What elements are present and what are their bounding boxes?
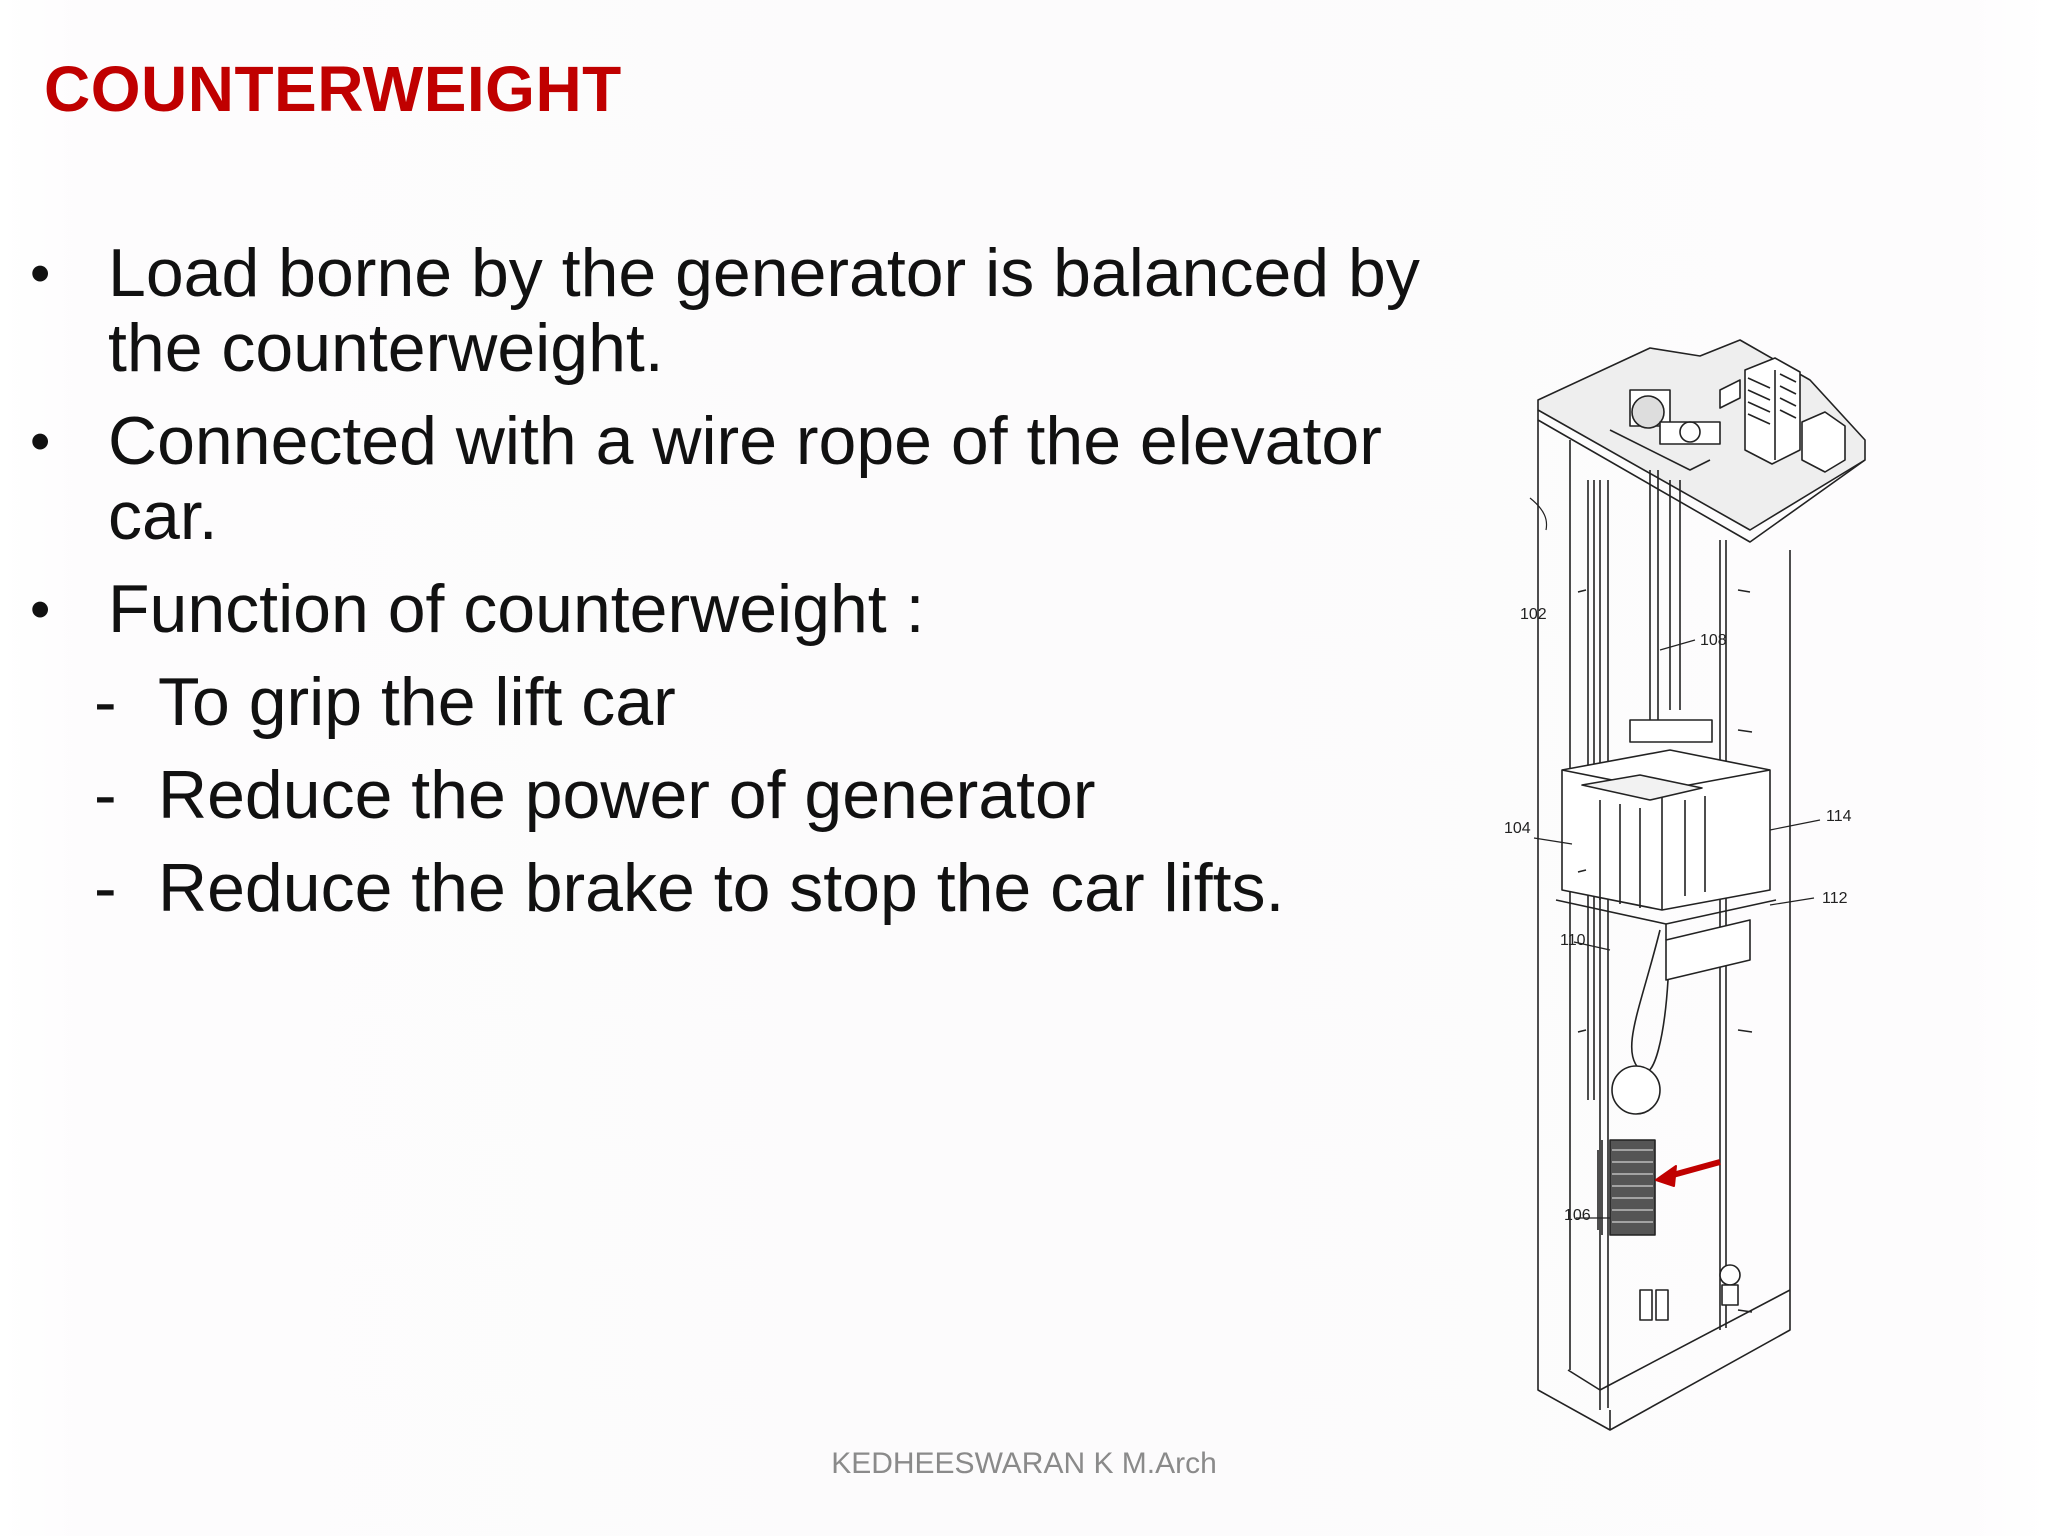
counterweight-pointer-arrow (1655, 1159, 1721, 1187)
control-cabinet-icon (1719, 357, 1846, 473)
callout-104: 104 (1504, 820, 1531, 837)
sub-item-text: To grip the lift car (158, 664, 676, 740)
callout-110: 110 (1560, 932, 1586, 949)
bullet-text: Load borne by the generator is balanced … (108, 235, 1420, 386)
dash-marker: - (94, 850, 117, 926)
bullet-item: • Connected with a wire rope of the elev… (30, 404, 1470, 554)
sub-item-text: Reduce the brake to stop the car lifts. (158, 850, 1285, 926)
traveling-cable (1630, 929, 1669, 1074)
traction-machine-icon (1609, 389, 1721, 471)
bullet-list: • Load borne by the generator is balance… (30, 236, 1470, 944)
bullet-dot-icon: • (30, 577, 51, 642)
callout-114: 114 (1826, 808, 1852, 825)
bullet-dot-icon: • (30, 409, 51, 474)
elevator-car (1555, 749, 1777, 981)
callout-112: 112 (1822, 890, 1848, 907)
dash-marker: - (94, 664, 117, 740)
hoist-ropes (1587, 470, 1681, 1100)
bullet-dot-icon: • (30, 241, 51, 306)
sub-item-text: Reduce the power of generator (158, 757, 1096, 833)
bullet-text: Function of counterweight : (108, 571, 925, 647)
bullet-item: • Function of counterweight : (30, 572, 1470, 647)
sub-list-item: - Reduce the power of generator (30, 758, 1470, 833)
callout-108: 108 (1700, 632, 1727, 649)
elevator-shaft-diagram: 102 108 104 114 112 110 106 (1504, 339, 1866, 1431)
callout-102: 102 (1520, 606, 1547, 623)
bullet-item: • Load borne by the generator is balance… (30, 236, 1470, 386)
callout-106: 106 (1564, 1207, 1591, 1224)
dash-marker: - (94, 757, 117, 833)
slide-title: COUNTERWEIGHT (44, 53, 622, 125)
sub-list-item: - To grip the lift car (30, 665, 1470, 740)
bullet-text: Connected with a wire rope of the elevat… (108, 403, 1382, 554)
counterweight-block (1609, 1139, 1656, 1236)
hoistway (1537, 420, 1791, 1431)
guide-rails (1599, 480, 1727, 1410)
sub-list-item: - Reduce the brake to stop the car lifts… (30, 851, 1470, 926)
slide-footer: KEDHEESWARAN K M.Arch (831, 1447, 1217, 1480)
